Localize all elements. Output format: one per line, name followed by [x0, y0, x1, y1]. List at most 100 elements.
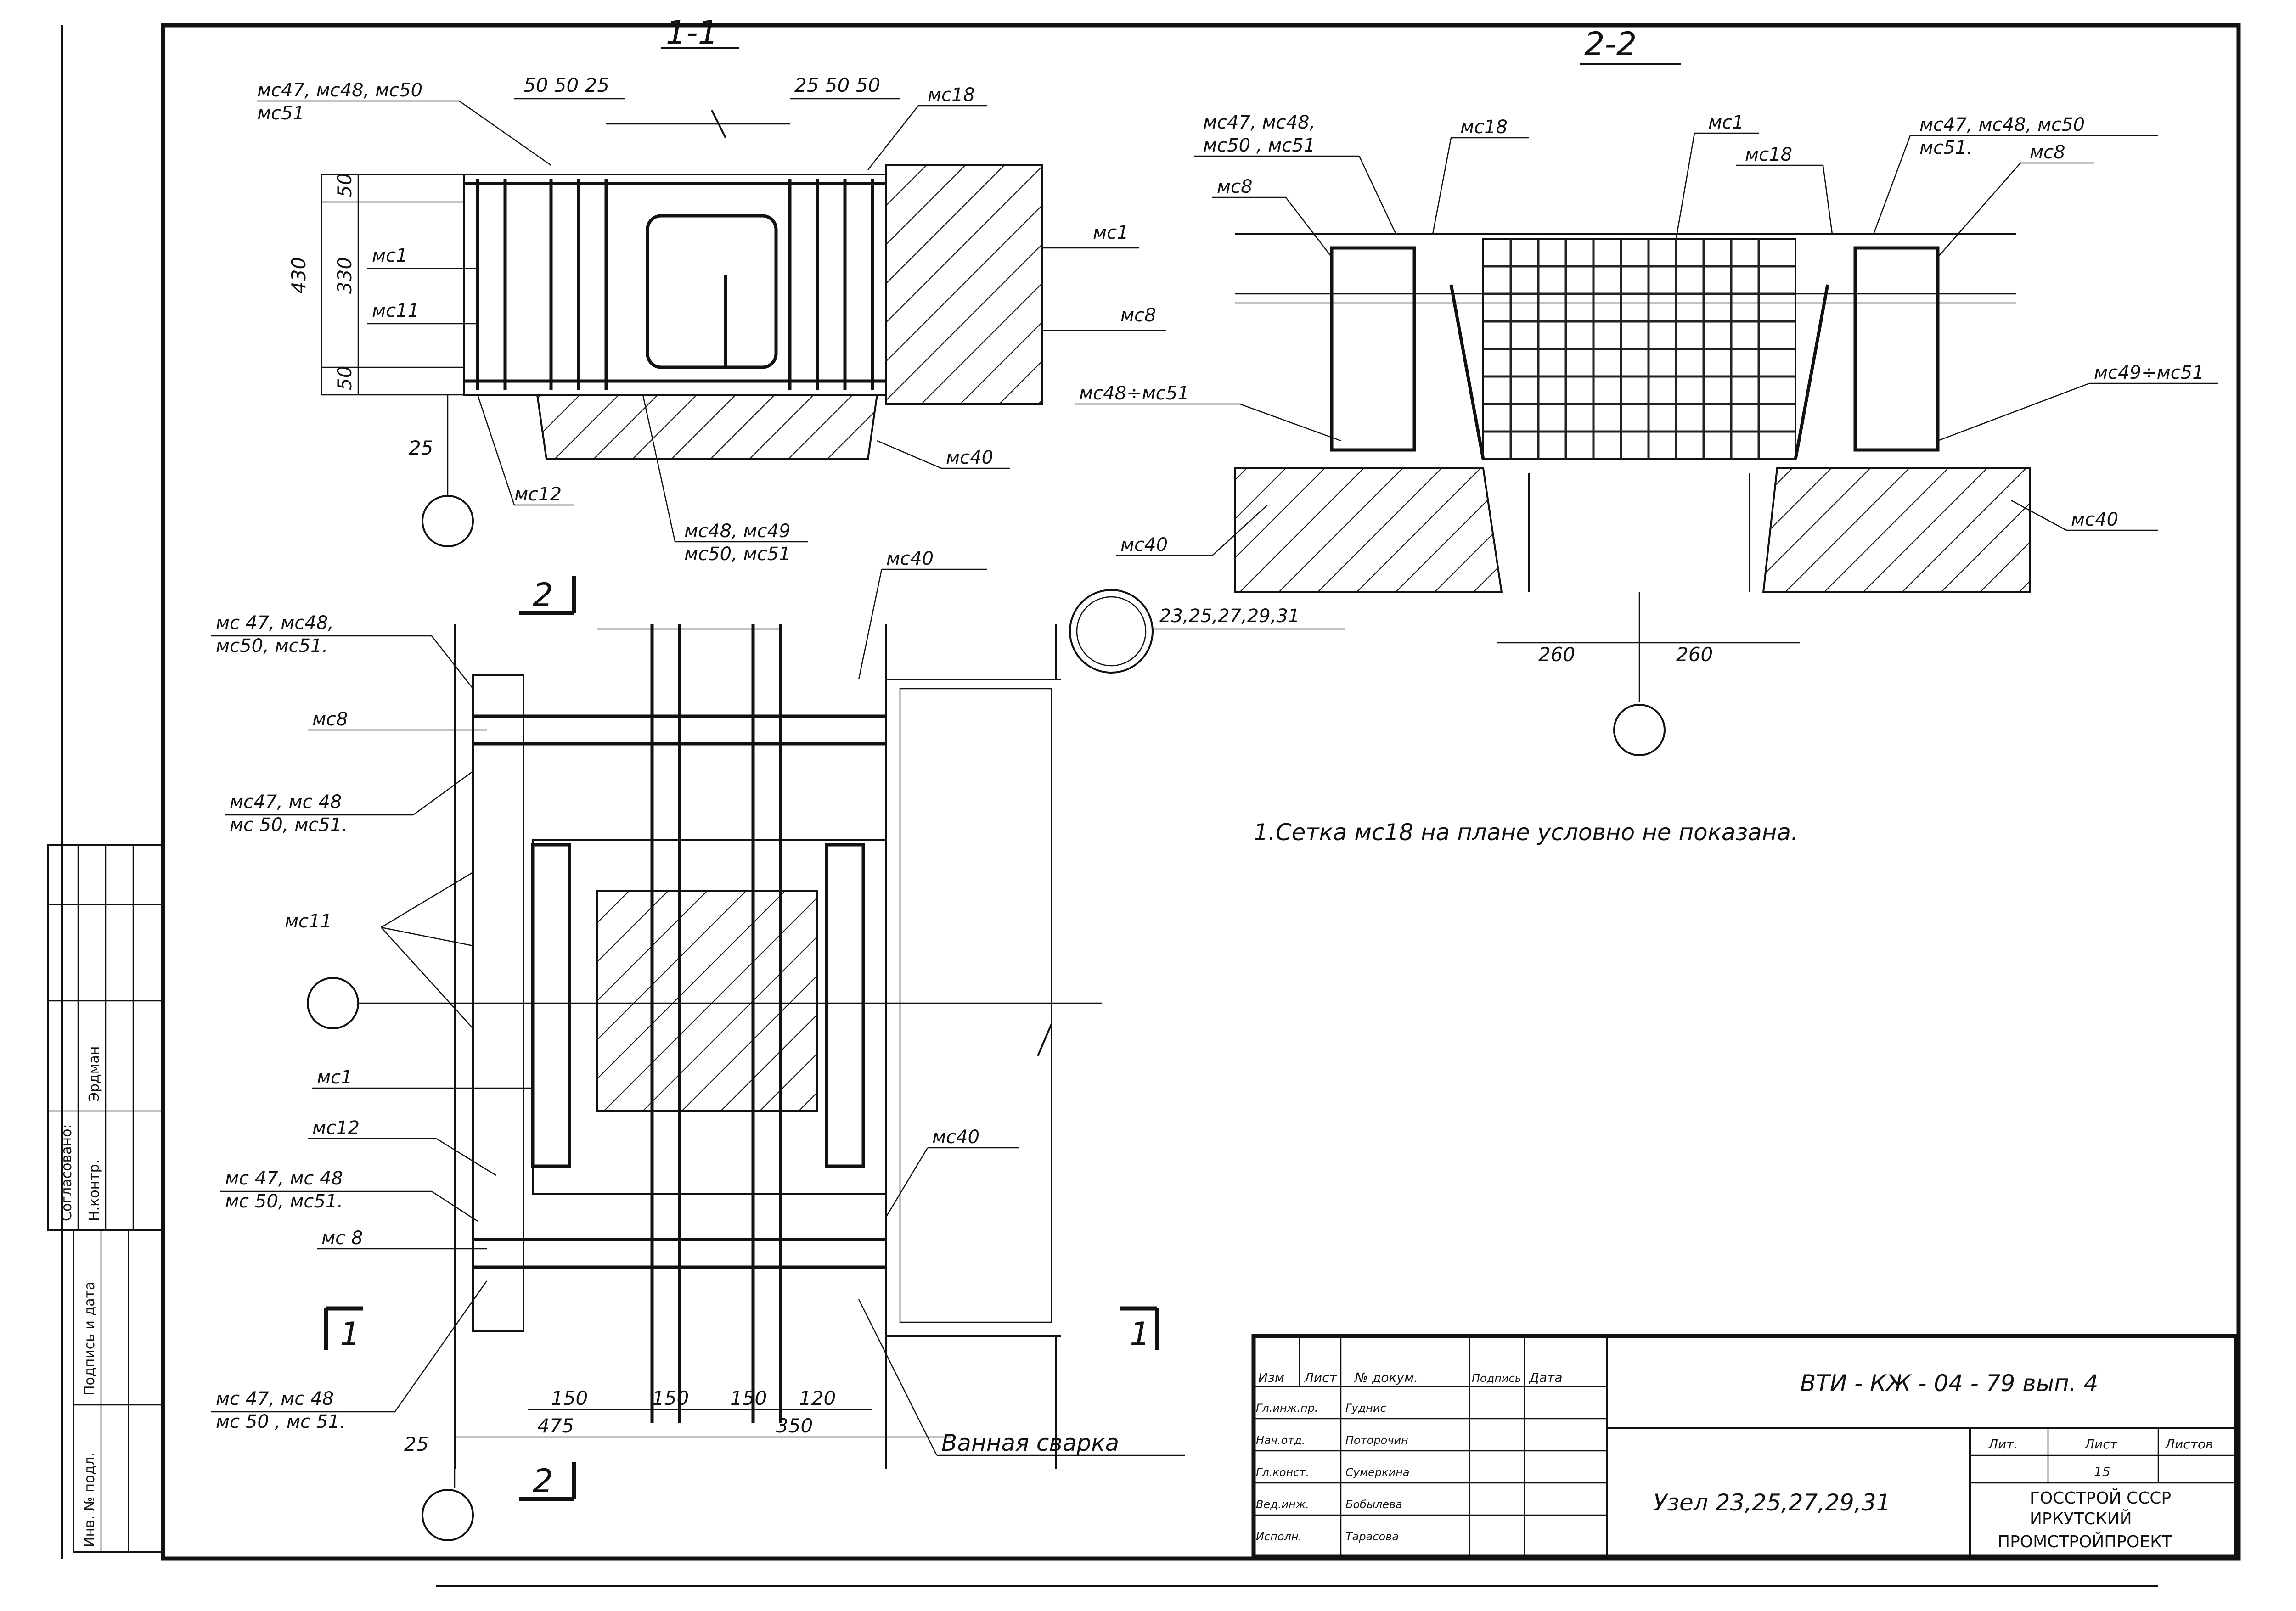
label-mc47-48: мс47, мс48,: [1203, 112, 1315, 133]
label-mc8-b: мс 8: [321, 1228, 363, 1249]
dim-150-b: 150: [652, 1387, 689, 1409]
dim-150-c: 150: [730, 1387, 767, 1409]
concrete-wall-right: [885, 164, 1043, 405]
label-group1-a: мс 47, мс48,: [216, 612, 334, 634]
label-group2-a: мс47, мс 48: [230, 791, 342, 813]
dim-120: 120: [799, 1387, 836, 1409]
label-group3-b: мс 50, мс51.: [225, 1191, 343, 1212]
cut-mark-2-bottom: 2: [533, 1462, 553, 1500]
label-group3-a: мс 47, мс 48: [225, 1168, 343, 1189]
section-1-1-title: 1-1: [666, 14, 718, 51]
label-mc11: мс11: [372, 300, 419, 321]
axis-bubble-3: [307, 977, 359, 1029]
concrete-right: [1762, 467, 2031, 593]
dim-475: 475: [537, 1415, 574, 1437]
tb-org-2: ИРКУТСКИЙ: [2030, 1509, 2132, 1528]
sign-date-label: Подпись и дата: [82, 1282, 98, 1396]
drawing-note: 1.Сетка мс18 на плане условно не показан…: [1254, 819, 1798, 846]
label-mc40-top: мс40: [886, 548, 934, 569]
label-node-axes: 23,25,27,29,31: [1159, 606, 1300, 627]
label-mc1-right: мс1: [1093, 222, 1129, 243]
agreed-label: Согласовано:: [59, 1124, 75, 1221]
tb-sheets: Листов: [2165, 1437, 2213, 1452]
cut-mark-1-right: 1: [1130, 1315, 1150, 1353]
label-mc12: мс12: [514, 484, 562, 505]
stamp-name: Эрдман: [86, 1046, 102, 1102]
dim-260-left: 260: [1538, 643, 1575, 666]
label-mc8-a: мс8: [312, 709, 348, 730]
tb-col-izm: Изм: [1258, 1370, 1284, 1385]
label-group1-b: мс50, мс51.: [216, 635, 328, 657]
tb-role-5: Исполн.: [1256, 1530, 1302, 1543]
tb-col-list: Лист: [1304, 1370, 1337, 1385]
label-mc8: мс8: [1120, 305, 1156, 326]
label-mc8-left: мс8: [1217, 176, 1253, 197]
tb-role-1: Гл.инж.пр.: [1256, 1402, 1318, 1415]
section-2-2: 2-2: [1069, 25, 2218, 756]
column-concrete: [596, 890, 818, 1112]
label-mc1: мс1: [1708, 112, 1744, 133]
cut-mark-1-left: 1: [340, 1315, 360, 1353]
label-bath-welding: Ванная сварка: [941, 1430, 1119, 1456]
tb-title: Узел 23,25,27,29,31: [1653, 1489, 1891, 1516]
label-mc49-51: мс49÷мс51: [2094, 362, 2204, 383]
label-group4-b: мс 50 , мс 51.: [216, 1411, 345, 1432]
concrete-foundation: [536, 394, 878, 460]
dim-50-bottom: 50: [333, 366, 356, 390]
title-block: Изм Лист № докум. Подпись Дата Гл.инж.пр…: [1251, 1334, 2239, 1559]
tb-role-3: Гл.конст.: [1256, 1466, 1309, 1479]
tb-role-4: Вед.инж.: [1256, 1498, 1309, 1511]
dim-25: 25: [409, 437, 433, 459]
axis-bubble-4: [422, 1489, 474, 1541]
label-mc40-right: мс40: [932, 1127, 979, 1148]
label-mc47-right: мс47, мс48, мс50: [1919, 114, 2085, 135]
axis-bubble-1: [422, 495, 474, 547]
label-mc51: мс51: [257, 103, 304, 124]
label-mc1-left: мс1: [372, 245, 408, 266]
tb-col-doc: № докум.: [1354, 1370, 1418, 1385]
label-mc40-left: мс40: [1120, 534, 1168, 556]
sheet-frame: [61, 23, 2241, 1587]
label-mc8-right: мс8: [2030, 142, 2065, 163]
dim-50-top: 50: [333, 173, 356, 197]
section-2-2-title: 2-2: [1584, 25, 1637, 63]
concrete-left: [1234, 467, 1503, 593]
dim-350: 350: [776, 1415, 813, 1437]
label-group4-a: мс 47, мс 48: [216, 1388, 334, 1409]
tb-name-3: Сумеркина: [1345, 1466, 1410, 1479]
tb-name-4: Бобылева: [1345, 1498, 1402, 1511]
axis-bubble-2: [1613, 704, 1666, 756]
label-mc18: мс18: [928, 84, 975, 106]
tb-role-2: Нач.отд.: [1256, 1434, 1305, 1447]
label-mc18-a: мс18: [1460, 117, 1508, 138]
tb-col-sign: Подпись: [1472, 1372, 1521, 1385]
label-group2-b: мс 50, мс51.: [230, 814, 348, 836]
label-mc48-51: мс48÷мс51: [1079, 383, 1189, 404]
label-mc40: мс40: [946, 447, 993, 468]
tb-name-5: Тарасова: [1345, 1530, 1399, 1543]
dim-330: 330: [333, 257, 356, 294]
label-mc48-49: мс48, мс49: [684, 521, 791, 542]
tb-col-date: Дата: [1528, 1370, 1563, 1385]
tb-org-1: ГОССТРОЙ СССР: [2030, 1488, 2171, 1508]
dim-150-a: 150: [551, 1387, 588, 1409]
label-mc18-b: мс18: [1745, 144, 1792, 165]
tb-sheet: Лист: [2084, 1437, 2118, 1452]
label-mc50-51: мс50 , мс51: [1203, 135, 1315, 156]
tb-org-3: ПРОМСТРОЙПРОЕКТ: [1998, 1532, 2172, 1551]
dim-260-right: 260: [1676, 643, 1713, 666]
tb-name-2: Поторочин: [1345, 1434, 1408, 1447]
plan-view: 2 2 1 1 150 150 150 120 475 350 25 мс 47…: [211, 548, 1185, 1541]
dim-430: 430: [287, 257, 310, 294]
stamp-role: Н.контр.: [86, 1160, 102, 1221]
tb-stage: Лит.: [1988, 1437, 2018, 1452]
label-mc50-51: мс50, мс51: [684, 544, 791, 565]
section-1-1: 1-1 430 330 50 50 50 50 25: [257, 14, 1166, 565]
inventory-label: Инв. № подл.: [82, 1452, 98, 1547]
label-mc12: мс12: [312, 1117, 360, 1139]
label-mc11: мс11: [285, 911, 332, 932]
cut-mark-2-top: 2: [533, 576, 553, 614]
tb-name-1: Гуднис: [1345, 1402, 1386, 1415]
node-bubble: [1069, 589, 1154, 674]
